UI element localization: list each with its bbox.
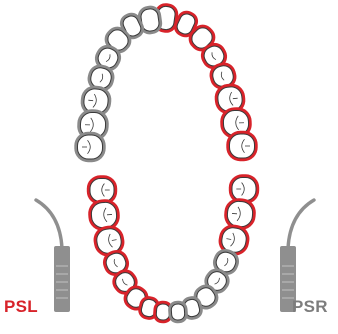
scaler-tip bbox=[36, 200, 62, 248]
lower-dental-arch bbox=[87, 174, 259, 324]
left-scaler-tip-icon bbox=[36, 200, 70, 312]
scaler-handle bbox=[54, 246, 70, 312]
psl-label: PSL bbox=[4, 298, 38, 315]
psr-label: PSR bbox=[292, 298, 328, 315]
upper-tooth bbox=[74, 132, 105, 162]
upper-tooth bbox=[226, 131, 257, 161]
right-scaler-tip-icon bbox=[280, 200, 314, 312]
scaler-tip bbox=[288, 200, 314, 248]
upper-dental-arch bbox=[74, 2, 257, 162]
